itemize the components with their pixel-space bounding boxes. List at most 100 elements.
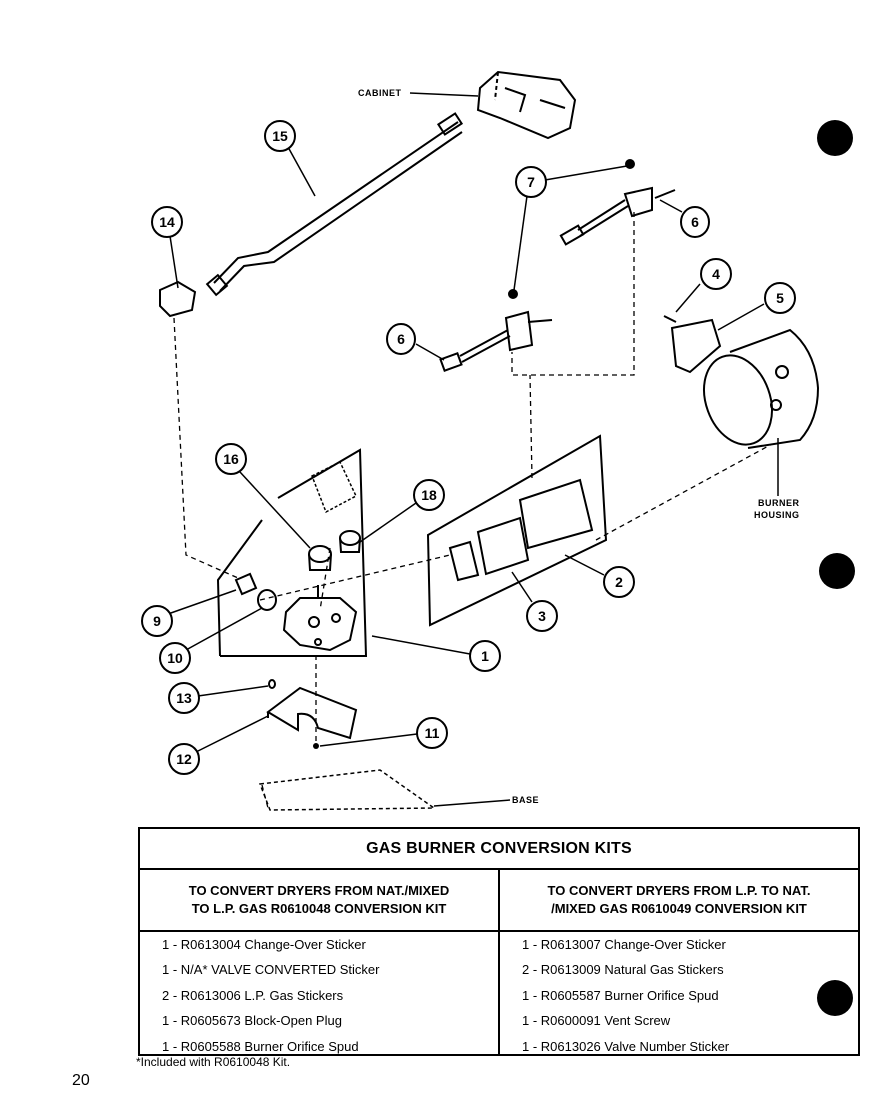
svg-text:11: 11 [425,725,440,741]
plug-9-part [234,572,258,596]
callout-6-lower: 6 [386,323,416,355]
callout-14-leader [169,235,179,289]
footnote: *Included with R0610048 Kit. [136,1055,291,1069]
valve-panel-part [216,448,368,657]
svg-text:7: 7 [527,174,535,190]
fitting-14-part [159,280,197,318]
table-title: GAS BURNER CONVERSION KITS [140,829,858,870]
callout-13: 13 [168,682,200,714]
svg-text:6: 6 [397,331,405,347]
callout-16: 2 [603,566,635,598]
kit-item: 1 - R0605588 Burner Orifice Spud [162,1038,359,1054]
callout-18: 3 [526,600,558,632]
svg-text:2: 2 [615,574,623,590]
punch-hole-middle [819,553,855,589]
callout-9: 9 [141,605,173,637]
callout-9-leader [167,589,237,615]
cabinet-label: CABINET [358,88,402,98]
screw-13-part [268,679,276,689]
kit-item: 1 - N/A* VALVE CONVERTED Sticker [162,962,380,978]
callout-14: 14 [151,206,183,238]
callout-6-lower-leader [415,343,445,361]
gas-valve-part [282,585,358,652]
screw-11-part [313,743,319,749]
sensor-lower-part [439,289,553,372]
kit-column-header: TO CONVERT DRYERS FROM NAT./MIXED TO L.P… [140,870,498,932]
kit-item: 2 - R0613006 L.P. Gas Stickers [162,987,344,1003]
callout-7: 7 [515,166,547,198]
svg-text:9: 9 [153,613,161,629]
kit-header-line: TO L.P. GAS R0610048 CONVERSION KIT [191,901,447,916]
svg-text:3: 3 [538,608,546,624]
callout-7-leader-a [544,165,628,181]
callout-11: 11 [416,717,448,749]
callout-7-leader-b [513,195,528,291]
callout-5: 5 [764,282,796,314]
kit-column-header: TO CONVERT DRYERS FROM L.P. TO NAT. /MIX… [500,870,858,932]
kit-item: 1 - R0613026 Valve Number Sticker [522,1038,730,1054]
svg-text:10: 10 [167,650,183,666]
callout-6-upper: 6 [680,206,710,238]
base-part [258,769,437,811]
kit-item-list: 1 - R0613004 Change-Over Sticker 1 - N/A… [140,932,498,1059]
callout-11-leader [319,733,418,747]
callout-1: 1 [469,640,501,672]
callout-3-leader [359,502,417,543]
kit-item: 1 - R0605587 Burner Orifice Spud [522,987,719,1003]
mounting-bracket-12-part [266,686,358,740]
callout-1-leader [371,635,471,655]
kit-item: 1 - R0605673 Block-Open Plug [162,1013,342,1029]
kit-header-line: /MIXED GAS R0610049 CONVERSION KIT [551,901,807,916]
cabinet-bracket-part [476,70,577,140]
callout-12-leader [195,715,269,753]
kit-item: 1 - R0613007 Change-Over Sticker [522,937,726,952]
kit-item: 1 - R0600091 Vent Screw [522,1013,671,1029]
gas-pipe-part [205,112,464,297]
burner-housing-part [703,328,820,449]
conversion-kits-table: GAS BURNER CONVERSION KITS TO CONVERT DR… [138,827,860,1056]
callout-12: 12 [168,743,200,775]
svg-text:16: 16 [223,451,239,467]
callout-5-leader [717,303,765,331]
cabinet-leader [409,92,479,97]
kit-header-line: TO CONVERT DRYERS FROM L.P. TO NAT. [547,883,811,898]
burner-housing-label-1: BURNER [758,498,800,508]
callout-3: 18 [413,479,445,511]
svg-text:15: 15 [272,128,288,144]
coil-2-part [308,545,332,571]
svg-text:18: 18 [421,487,437,503]
callout-15-leader [287,146,316,197]
callout-4-leader [675,283,701,313]
svg-text:13: 13 [176,690,192,706]
kit-item-list: 1 - R0613007 Change-Over Sticker 2 - R06… [500,932,858,1059]
callout-2: 16 [215,443,247,475]
callout-18-leader [511,571,533,603]
burner-housing-label-2: HOUSING [754,510,800,520]
bracket-5-part [670,318,722,374]
page-number: 20 [72,1072,90,1089]
callout-10-leader [185,607,263,651]
svg-text:14: 14 [159,214,175,230]
coil-3-part [339,530,361,553]
callout-6-upper-leader [659,199,683,213]
kit-column-lp-to-nat: TO CONVERT DRYERS FROM L.P. TO NAT. /MIX… [500,870,858,1054]
svg-text:6: 6 [691,214,699,230]
svg-text:5: 5 [776,290,784,306]
svg-text:4: 4 [712,266,720,282]
callout-15: 15 [264,120,296,152]
sensor-upper-part [559,159,676,246]
kit-header-line: TO CONVERT DRYERS FROM NAT./MIXED [188,883,450,898]
callout-10: 10 [159,642,191,674]
kit-column-nat-to-lp: TO CONVERT DRYERS FROM NAT./MIXED TO L.P… [140,870,500,1054]
svg-text:12: 12 [176,751,192,767]
svg-text:1: 1 [481,648,489,664]
kit-item: 2 - R0613009 Natural Gas Stickers [522,962,724,978]
punch-hole-top [817,120,853,156]
punch-hole-bottom [817,980,853,1016]
callout-2-leader [239,471,311,549]
callout-4: 4 [700,258,732,290]
kit-item: 1 - R0613004 Change-Over Sticker [162,937,366,952]
screw-4-part [663,315,677,323]
callout-16-leader [564,554,605,576]
